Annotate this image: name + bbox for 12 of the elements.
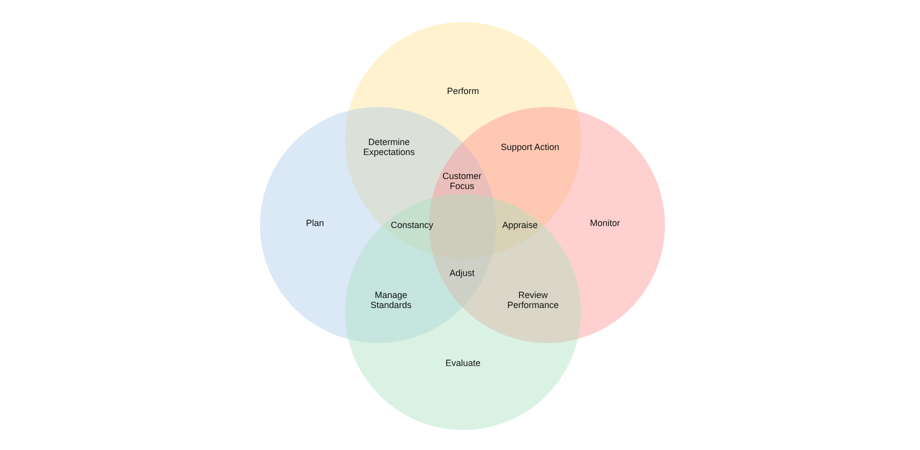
circle-label: Monitor (590, 218, 620, 228)
overlap-label: Appraise (501, 220, 539, 230)
overlap-label: Adjust (448, 268, 476, 278)
overlap-label: Support Action (500, 142, 560, 152)
circle-label: Evaluate (445, 358, 481, 368)
circle-label: Perform (447, 86, 479, 96)
overlap-label: Determine Expectations (362, 137, 416, 157)
overlap-label: Review Performance (506, 290, 560, 310)
circle-label: Plan (306, 218, 324, 228)
overlap-label: Constancy (390, 220, 434, 230)
overlap-label: Manage Standards (369, 290, 413, 310)
overlap-label: Customer Focus (441, 171, 482, 191)
